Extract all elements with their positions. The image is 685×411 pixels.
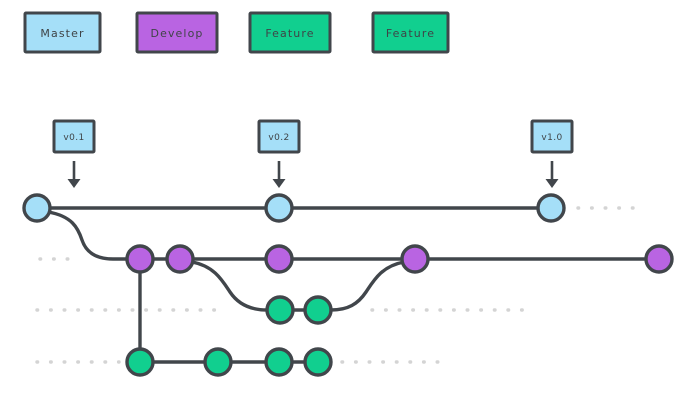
- commit-feature-top-2[interactable]: [303, 295, 333, 325]
- legend-label-develop: Develop: [151, 27, 204, 40]
- legend-swatch-feature-1: [248, 11, 332, 54]
- commit-nodes: [22, 193, 674, 377]
- commit-feature-bottom-2[interactable]: [203, 347, 233, 377]
- tag-arrow-v01: [67, 161, 81, 188]
- commit-develop-2[interactable]: [165, 244, 195, 274]
- tag-v02: v0.2: [257, 119, 301, 188]
- connector-develop-to-feature-top: [191, 260, 268, 312]
- tag-label-v01: v0.1: [63, 133, 84, 143]
- branch-lines: [37, 206, 659, 364]
- commit-develop-4[interactable]: [400, 244, 430, 274]
- tag-arrow-v10: [545, 161, 559, 188]
- commit-develop-1[interactable]: [125, 244, 155, 274]
- tag-box-v02: [257, 119, 301, 154]
- tag-arrow-v02: [272, 161, 286, 188]
- commit-develop-5[interactable]: [644, 244, 674, 274]
- legend-item-feature-2: Feature: [371, 11, 450, 54]
- legend-swatch-feature-2: [371, 11, 450, 54]
- commit-feature-bottom-1[interactable]: [125, 347, 155, 377]
- legend-swatch-develop: [135, 11, 219, 54]
- connector-feature-top-to-develop: [330, 260, 405, 312]
- legend-item-develop: Develop: [135, 11, 219, 54]
- legend-label-feature-1: Feature: [265, 27, 314, 40]
- commit-master-2[interactable]: [264, 193, 294, 223]
- version-tags: v0.1 v0.2 v1.0: [52, 119, 574, 188]
- tag-label-v02: v0.2: [268, 133, 289, 143]
- legend-swatch-master: [23, 11, 102, 54]
- legend-item-master: Master: [23, 11, 102, 54]
- legend-item-feature-1: Feature: [248, 11, 332, 54]
- commit-master-3[interactable]: [536, 193, 566, 223]
- commit-develop-3[interactable]: [264, 244, 294, 274]
- legend-label-master: Master: [40, 27, 84, 40]
- tag-box-v01: [52, 119, 96, 154]
- legend-label-feature-2: Feature: [386, 27, 435, 40]
- commit-master-1[interactable]: [22, 193, 52, 223]
- commit-feature-bottom-3[interactable]: [264, 347, 294, 377]
- legend: Master Develop Feature Feature: [23, 11, 450, 54]
- commit-feature-top-1[interactable]: [265, 295, 295, 325]
- dotted-continuations: [35, 206, 642, 364]
- tag-label-v10: v1.0: [541, 133, 562, 143]
- connector-master-to-develop: [47, 210, 114, 261]
- tag-v10: v1.0: [530, 119, 574, 188]
- tag-v01: v0.1: [52, 119, 96, 188]
- tag-box-v10: [530, 119, 574, 154]
- commit-feature-bottom-4[interactable]: [303, 347, 333, 377]
